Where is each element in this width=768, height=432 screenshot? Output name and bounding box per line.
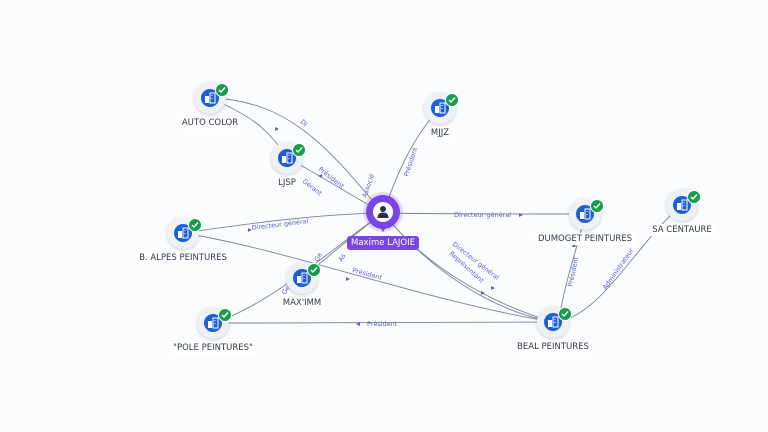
verified-check-icon [218, 308, 232, 322]
building-icon [174, 224, 192, 242]
company-icon-frame [537, 306, 569, 338]
edge-b-alpes [182, 212, 384, 234]
verified-check-icon [307, 263, 321, 277]
edge-arrow [491, 286, 495, 290]
edge-label-ljsp-president: Président [317, 165, 346, 190]
company-node-auto-color[interactable]: AUTO COLOR [178, 82, 242, 129]
verified-check-icon [215, 83, 229, 97]
building-icon [576, 205, 594, 223]
company-label: LJSP [275, 177, 299, 189]
edge-beal-centaure [569, 204, 683, 319]
edge-label-b-alpes-beal-president: Président [351, 266, 383, 282]
edge-label-dumoget-dg: Directeur général [454, 211, 511, 219]
building-icon [293, 269, 311, 287]
location-pin [366, 195, 400, 229]
company-label: SA CENTAURE [649, 224, 715, 236]
building-icon [673, 196, 691, 214]
building-icon [278, 149, 296, 167]
company-icon-frame [286, 262, 318, 294]
edge-arrow [346, 277, 350, 281]
edge-label-b-alpes-dg: Directeur général [251, 217, 309, 232]
company-node-beal-peintures[interactable]: BEAL PEINTURES [514, 306, 592, 353]
edge-arrow [356, 322, 360, 326]
edge-label-dumoget-president: Président [566, 256, 580, 288]
edge-dumoget [382, 212, 586, 215]
edge-arrow [572, 243, 576, 247]
edge-arrow [481, 291, 485, 295]
verified-check-icon [445, 93, 459, 107]
edge-label-pole-beal-president: Président [367, 320, 398, 328]
verified-check-icon [188, 218, 202, 232]
company-label: "POLE PEINTURES" [170, 342, 256, 354]
edge-label-centaure-administrateur: Administrateur [601, 247, 636, 292]
company-label: DUMOGET PEINTURES [534, 233, 636, 245]
edge-b-alpes-beal [182, 232, 554, 323]
company-node-dumoget-peintures[interactable]: DUMOGET PEINTURES [534, 198, 636, 245]
edge-label-ljsp-gerant: Gérant [301, 177, 324, 197]
verified-check-icon [687, 190, 701, 204]
company-node-pole-peintures[interactable]: "POLE PEINTURES" [170, 307, 256, 354]
edge-arrow [318, 174, 322, 178]
building-icon [544, 313, 562, 331]
edge-label-maximm-associe: As [337, 252, 348, 263]
edge-arrow [248, 228, 252, 232]
verified-check-icon [292, 143, 306, 157]
company-label: B. ALPES PEINTURES [136, 252, 230, 264]
person-icon [373, 202, 393, 222]
edge-pole-beal [212, 321, 554, 324]
person-node-maxime-lajoie[interactable]: Maxime LAJOIE [347, 195, 419, 250]
edge-label-maximm-gerant: Ge [313, 251, 324, 263]
edge-auto-color [209, 97, 384, 214]
company-label: BEAL PEINTURES [514, 341, 592, 353]
company-node-ljsp[interactable]: LJSP [271, 142, 306, 189]
edge-arrow [519, 213, 523, 217]
verified-check-icon [558, 307, 572, 321]
company-node-maximm[interactable]: MAX'IMM [279, 262, 325, 309]
edge-label-auto-color-ljsp: Di [299, 118, 310, 129]
company-node-sa-centaure[interactable]: SA CENTAURE [649, 189, 715, 236]
edge-label-associe-top: Associé [360, 173, 376, 199]
building-icon [201, 89, 219, 107]
edge-label-mjjz-president: Président [402, 146, 419, 178]
edge-arrow [275, 127, 279, 131]
edge-label-pole-maximm: Ge [280, 284, 292, 296]
company-node-b-alpes-peintures[interactable]: B. ALPES PEINTURES [136, 217, 230, 264]
verified-check-icon [590, 199, 604, 213]
company-node-mjjz[interactable]: MJJZ [424, 92, 459, 139]
person-name-label: Maxime LAJOIE [347, 236, 419, 250]
company-label: MJJZ [427, 127, 453, 139]
building-icon [204, 314, 222, 332]
edge-beal-2 [382, 212, 554, 323]
building-icon [431, 99, 449, 117]
company-label: MAX'IMM [279, 297, 325, 309]
company-label: AUTO COLOR [178, 117, 242, 129]
